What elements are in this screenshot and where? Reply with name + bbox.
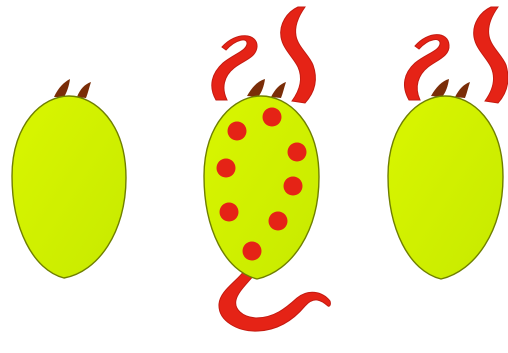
cell-left-body [12,96,126,278]
tuft-right-1 [431,79,449,97]
cell-right-top-tendrils [404,7,507,103]
spot-7 [269,212,288,231]
spot-6 [220,203,239,222]
cell-middle [204,7,330,331]
spot-4 [217,159,236,178]
spot-3 [288,143,307,162]
spot-1 [228,122,247,141]
spot-2 [263,108,282,127]
cell-right-tuft [431,79,470,98]
cell-right [388,7,508,279]
cell-middle-top-tendrils [212,7,316,103]
cell-left [12,79,126,278]
tendril-right-right [474,7,508,103]
tuft-left-2 [77,82,91,98]
cell-right-body [388,96,503,279]
tendril-middle-left [212,36,257,100]
cell-middle-tuft [247,79,286,98]
spot-8 [243,242,262,261]
cell-left-tuft [54,79,91,98]
cell-middle-tail [219,270,330,331]
tuft-middle-2 [271,82,286,98]
tuft-middle-1 [247,79,265,97]
tuft-left-1 [54,79,70,97]
tuft-right-2 [455,82,470,98]
tendril-middle-right [281,7,316,103]
spot-5 [284,177,303,196]
